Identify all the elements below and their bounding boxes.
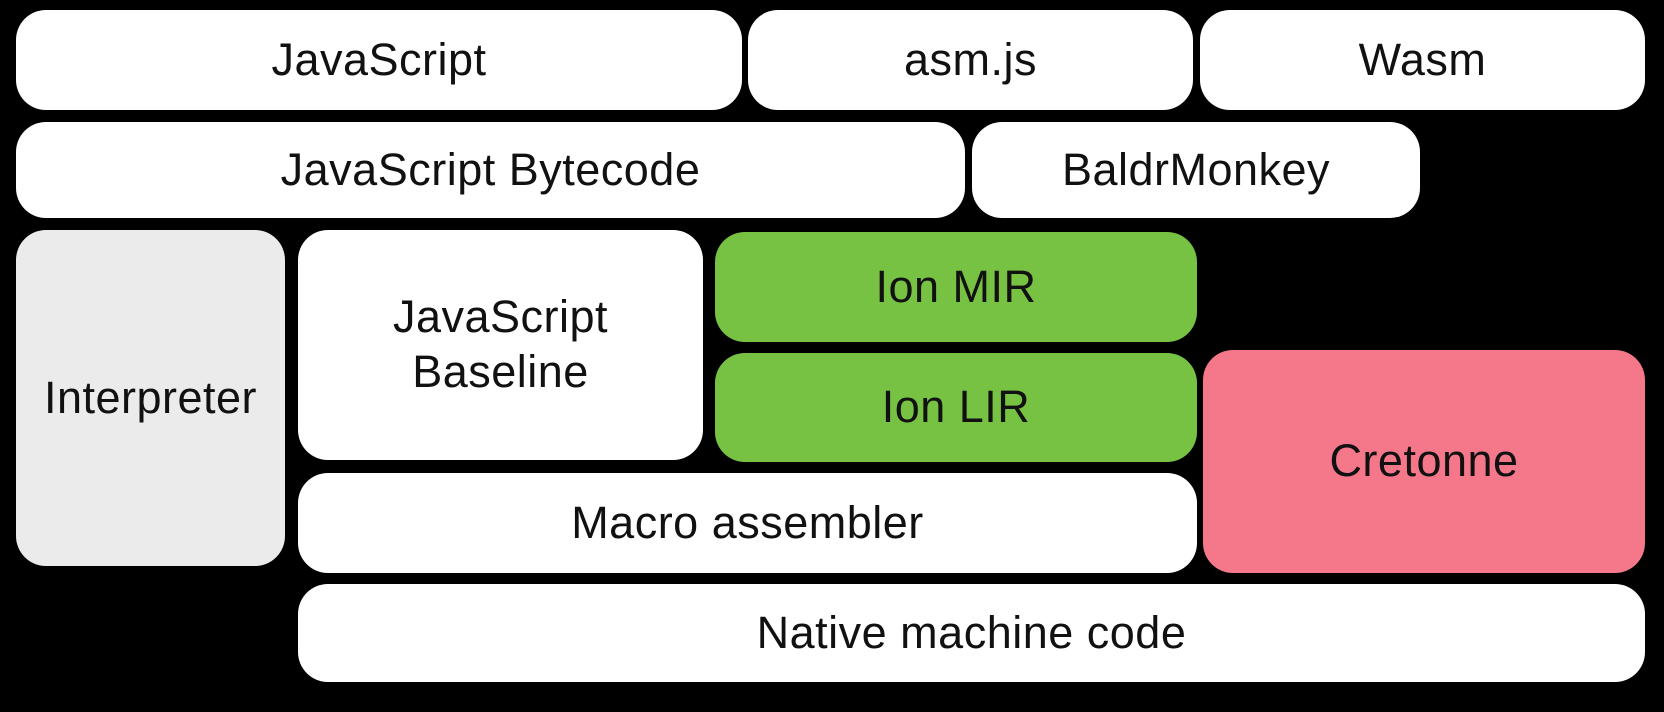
block-asmjs-label: asm.js: [903, 33, 1037, 85]
block-javascript-baseline-label: JavaScript Baseline: [392, 291, 609, 397]
block-wasm-label: Wasm: [1358, 33, 1487, 85]
block-interpreter-label: Interpreter: [43, 371, 258, 423]
block-javascript-bytecode: JavaScript Bytecode: [16, 122, 965, 218]
block-baldrmonkey-label: BaldrMonkey: [1061, 143, 1331, 195]
block-ion-lir-label: Ion LIR: [881, 381, 1031, 433]
block-macro-assembler-label: Macro assembler: [571, 496, 924, 548]
block-javascript-baseline: JavaScript Baseline: [298, 230, 703, 460]
block-wasm: Wasm: [1200, 10, 1645, 110]
block-ion-mir-label: Ion MIR: [875, 260, 1037, 312]
block-native-machine-code: Native machine code: [298, 584, 1645, 682]
block-native-machine-code-label: Native machine code: [756, 606, 1187, 658]
block-interpreter: Interpreter: [16, 230, 285, 566]
block-javascript-bytecode-label: JavaScript Bytecode: [280, 143, 701, 195]
block-asmjs: asm.js: [748, 10, 1193, 110]
block-javascript-label: JavaScript: [271, 33, 487, 85]
block-macro-assembler: Macro assembler: [298, 473, 1197, 573]
block-ion-mir: Ion MIR: [715, 232, 1197, 342]
block-baldrmonkey: BaldrMonkey: [972, 122, 1420, 218]
block-cretonne: Cretonne: [1203, 350, 1645, 573]
block-javascript: JavaScript: [16, 10, 742, 110]
block-ion-lir: Ion LIR: [715, 353, 1197, 462]
block-cretonne-label: Cretonne: [1329, 435, 1519, 487]
